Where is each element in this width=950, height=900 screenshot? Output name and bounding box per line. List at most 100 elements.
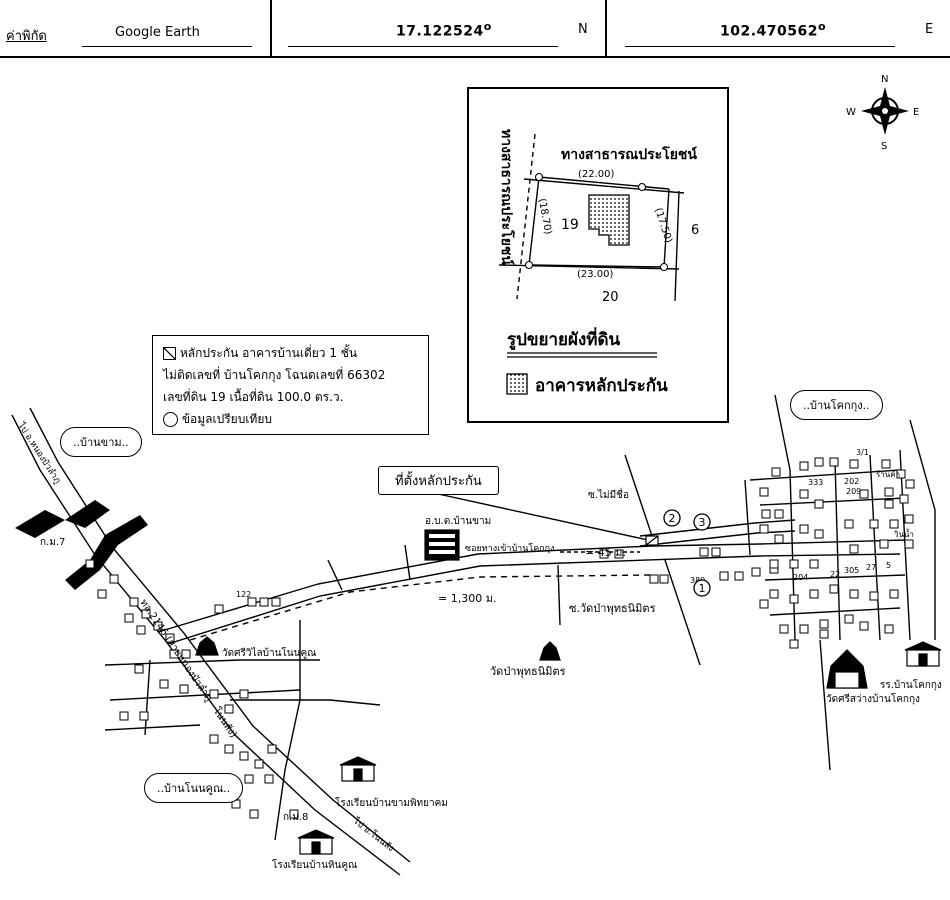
nonkhun-road-1: [104, 659, 320, 666]
building-legend-label: อาคารหลักประกัน: [535, 376, 668, 396]
house-square: [209, 734, 219, 744]
plot-inset-drawing: ทางสาธารณประโยชน์ ทางสาธารณประโยชน์ (22.…: [498, 129, 699, 396]
house-square: [799, 624, 809, 634]
house-square: [759, 487, 769, 497]
house-square: [153, 621, 163, 631]
soi-noname-north: [639, 519, 796, 537]
house-square: [109, 574, 119, 584]
house-square: [264, 774, 274, 784]
house-square: [769, 559, 779, 569]
dim-bottom-label: (23.00): [577, 269, 614, 280]
header-cell-source: [0, 0, 272, 56]
source-underline: [82, 46, 252, 47]
compass-w: W: [846, 107, 856, 118]
house-122-label: 122: [236, 590, 251, 599]
soi-noname-label: ซ.ไม่มีชื่อ: [588, 487, 629, 501]
house-square: [124, 613, 134, 623]
house-square: [889, 589, 899, 599]
house-markers: [85, 457, 915, 819]
soi-noname-south: [639, 530, 796, 547]
khokkung-road-c: [764, 574, 906, 581]
soi-wat-label: ซ.วัดป่าพุทธนิมิตร: [569, 602, 656, 615]
house-305-label: 305: [844, 566, 859, 575]
house-square: [119, 711, 129, 721]
compass-n: N: [881, 74, 888, 85]
house-square: [904, 539, 914, 549]
house-square: [905, 479, 915, 489]
house-square: [904, 514, 914, 524]
stream-east: [65, 515, 148, 590]
coord-source: Google Earth: [115, 25, 200, 40]
location-leader-line: [419, 489, 649, 541]
inset-title-underline: [507, 352, 657, 358]
house-square: [814, 529, 824, 539]
wat-sisawang-temple-icon: [826, 649, 868, 689]
collateral-marker-icon: [645, 535, 659, 546]
house-square: [129, 597, 139, 607]
highway-2146-west-edge: [11, 414, 401, 876]
dim-left-label: (18.70): [536, 198, 553, 236]
khokkung-road-f: [834, 459, 841, 641]
house-square: [896, 469, 906, 479]
house-square: [881, 459, 891, 469]
road-left-line: [516, 133, 536, 300]
nonkhun-road-6: [144, 659, 151, 736]
main-road-south-edge: [167, 553, 901, 645]
house-square: [799, 489, 809, 499]
house-square: [889, 519, 899, 529]
obt-building-icon: [424, 529, 460, 561]
house-square: [819, 629, 829, 639]
house-square: [849, 589, 859, 599]
hatch-icon: [163, 347, 176, 360]
distance-1300-line: [189, 574, 651, 641]
khokkung-road-b: [759, 497, 906, 506]
house-209-label: 209: [846, 487, 861, 496]
house-square: [761, 509, 771, 519]
house-square: [254, 759, 264, 769]
house-square: [859, 489, 869, 499]
legend-line-3: เลขที่ดิน 19 เนื้อที่ดิน 100.0 ตร.ว.: [163, 390, 344, 404]
house-square: [244, 774, 254, 784]
house-square: [224, 744, 234, 754]
well-label: วินน้ำ: [893, 528, 913, 539]
school-kham-label: โรงเรียนบ้านขามพิทยาคม: [335, 796, 448, 809]
house-square: [829, 457, 839, 467]
nonkhun-road-2: [109, 689, 301, 701]
house-square: [844, 519, 854, 529]
latitude-unit: N: [578, 22, 588, 37]
house-square: [774, 534, 784, 544]
inset-title: รูปขยายผังที่ดิน: [507, 327, 621, 351]
plot-corner-nw: [534, 172, 544, 182]
house-square: [814, 499, 824, 509]
house-square: [181, 649, 191, 659]
building-legend-swatch: [506, 373, 528, 395]
house-380-label: 380: [690, 576, 705, 585]
wat-sirilai-label: วัดศรีวิไลบ้านโนนคูณ: [222, 646, 316, 659]
house-square: [711, 547, 721, 557]
house-square: [884, 487, 894, 497]
house-square: [649, 574, 659, 584]
dim-right-label: (17.50): [652, 207, 674, 245]
house-square: [614, 549, 624, 559]
house-square: [249, 809, 259, 819]
house-square: [814, 457, 824, 467]
plot-right-edge: [663, 188, 670, 268]
to-non-sang-label: ไป อ.โนนสัง: [350, 815, 396, 854]
header-bottom-rule: [0, 56, 950, 58]
compass-e: E: [913, 107, 919, 118]
road-top-label: ทางสาธารณประโยชน์: [561, 145, 697, 163]
house-square: [769, 589, 779, 599]
compass-s: S: [881, 141, 887, 152]
legend-line-2: ไม่ติดเลขที่ บ้านโคกกุง โฉนดเลขที่ 66302: [163, 368, 386, 382]
house-square: [799, 461, 809, 471]
longitude-unit: E: [925, 22, 934, 37]
house-square: [899, 494, 909, 504]
comparable-label-1: 1: [699, 582, 706, 595]
latitude-value: 17.122524o: [396, 20, 492, 40]
nonkhun-road-3: [104, 724, 201, 731]
village-nonkhun-pill: ..บ้านโนนคูณ..: [144, 773, 244, 803]
shop-label: ร้านค้า: [876, 470, 900, 479]
house-square: [259, 597, 269, 607]
house-square: [774, 509, 784, 519]
